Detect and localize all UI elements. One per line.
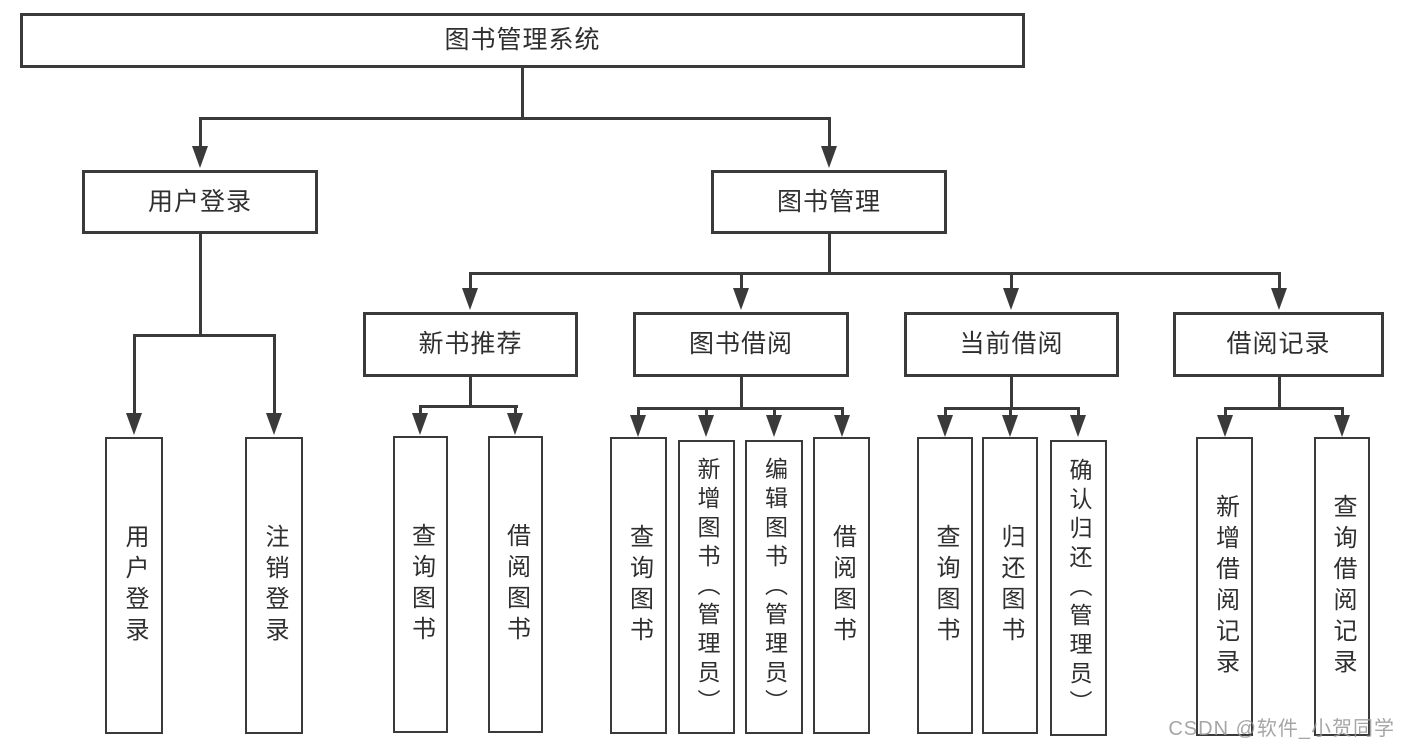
node-label-query-books-borrow: 查询图书 (625, 523, 653, 648)
connector-line (418, 404, 518, 408)
connector-line (1009, 271, 1013, 292)
arrow-down-icon (733, 288, 749, 310)
node-box-user-login-leaf: 用户登录 (105, 437, 163, 734)
connector-line (468, 377, 472, 407)
node-box-borrow-books-recommend: 借阅图书 (488, 436, 543, 733)
connector-line (772, 406, 776, 417)
node-box-query-books-borrow: 查询图书 (610, 437, 667, 734)
arrow-down-icon (266, 413, 282, 435)
arrow-down-icon (1002, 415, 1018, 437)
node-box-book-borrow: 图书借阅 (633, 312, 849, 377)
arrow-down-icon (766, 415, 782, 437)
node-label-book-borrow: 图书借阅 (688, 330, 793, 358)
node-label-add-book-admin: 新增图书（管理员） (694, 456, 720, 718)
node-label-borrow-books-borrow: 借阅图书 (828, 523, 856, 648)
node-box-query-books-recommend: 查询图书 (393, 436, 448, 733)
connector-line (272, 333, 276, 416)
connector-line (1277, 271, 1281, 292)
node-label-add-borrow-record: 新增借阅记录 (1211, 493, 1239, 680)
node-box-user-login: 用户登录 (82, 170, 318, 234)
connector-line (1223, 406, 1227, 417)
node-box-book-management: 图书管理 (711, 170, 947, 234)
node-box-query-borrow-record: 查询借阅记录 (1314, 437, 1370, 736)
arrow-down-icon (192, 146, 208, 168)
node-label-return-book: 归还图书 (997, 523, 1024, 648)
arrow-down-icon (126, 413, 142, 435)
connector-line (827, 116, 831, 149)
connector-line (739, 271, 743, 292)
node-label-logout-leaf: 注销登录 (261, 523, 288, 648)
node-label-borrow-records: 借阅记录 (1226, 330, 1331, 358)
connector-line (132, 333, 276, 337)
connector-line (1008, 406, 1012, 417)
node-box-edit-book-admin: 编辑图书（管理员） (745, 440, 803, 734)
connector-line (943, 406, 1080, 410)
node-box-confirm-return-admin: 确认归还（管理员） (1050, 440, 1107, 736)
node-box-add-book-admin: 新增图书（管理员） (678, 440, 735, 734)
connector-line (739, 377, 743, 409)
node-label-borrow-books-recommend: 借阅图书 (502, 522, 530, 647)
arrow-down-icon (630, 415, 646, 437)
connector-line (1277, 377, 1281, 409)
node-box-root: 图书管理系统 (20, 13, 1025, 68)
node-label-user-login-leaf: 用户登录 (121, 523, 148, 648)
connector-line (520, 68, 524, 118)
arrow-down-icon (1070, 415, 1086, 437)
connector-line (636, 406, 844, 410)
node-label-query-books-recommend: 查询图书 (407, 522, 435, 647)
connector-line (198, 116, 202, 149)
arrow-down-icon (698, 415, 714, 437)
watermark-text: CSDN @软件_小贺同学 (1168, 718, 1395, 740)
node-label-query-books-current: 查询图书 (932, 523, 959, 648)
arrow-down-icon (1271, 288, 1287, 310)
node-box-logout-leaf: 注销登录 (245, 437, 303, 734)
connector-line (198, 234, 202, 336)
connector-line (1340, 406, 1344, 417)
arrow-down-icon (412, 413, 428, 435)
connector-line (132, 333, 136, 416)
arrow-down-icon (821, 146, 837, 168)
connector-line (943, 406, 947, 417)
node-label-root: 图书管理系统 (444, 26, 601, 54)
connector-line (1009, 377, 1013, 409)
connector-line (636, 406, 640, 417)
arrow-down-icon (507, 413, 523, 435)
arrow-down-icon (1217, 415, 1233, 437)
connector-line (704, 406, 708, 417)
arrow-down-icon (937, 415, 953, 437)
connector-line (468, 271, 1281, 275)
connector-line (513, 404, 517, 416)
node-label-confirm-return-admin: 确认归还（管理员） (1066, 457, 1092, 719)
node-label-user-login: 用户登录 (147, 187, 252, 216)
node-label-current-borrow: 当前借阅 (959, 330, 1064, 358)
connector-line (840, 406, 844, 417)
node-box-current-borrow: 当前借阅 (904, 312, 1119, 377)
connector-line (418, 404, 422, 416)
node-label-edit-book-admin: 编辑图书（管理员） (761, 456, 788, 718)
node-label-query-borrow-record: 查询借阅记录 (1329, 493, 1356, 680)
connector-line (468, 271, 472, 292)
node-box-new-book-recommend: 新书推荐 (363, 312, 578, 377)
connector-line (1223, 406, 1344, 410)
node-box-add-borrow-record: 新增借阅记录 (1196, 437, 1253, 736)
arrow-down-icon (1334, 415, 1350, 437)
node-box-borrow-records: 借阅记录 (1173, 312, 1384, 377)
node-box-return-book: 归还图书 (982, 437, 1038, 734)
connector-line (198, 116, 831, 120)
arrow-down-icon (462, 288, 478, 310)
node-label-new-book-recommend: 新书推荐 (418, 330, 523, 358)
node-box-borrow-books-borrow: 借阅图书 (813, 437, 870, 734)
arrow-down-icon (1003, 288, 1019, 310)
connector-line (827, 234, 831, 274)
node-box-query-books-current: 查询图书 (917, 437, 973, 734)
node-label-book-management: 图书管理 (776, 187, 881, 216)
connector-line (1076, 406, 1080, 417)
arrow-down-icon (834, 415, 850, 437)
